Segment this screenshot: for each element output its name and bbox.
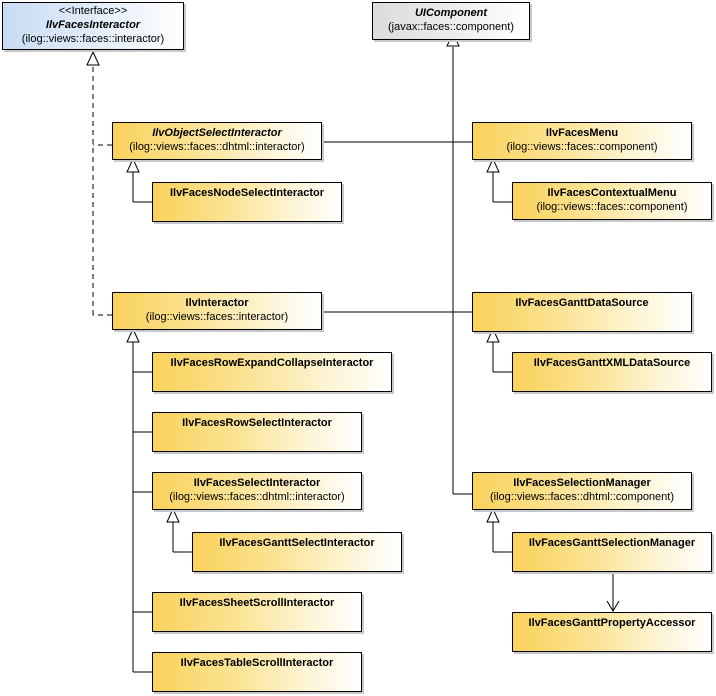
class-box-ilvfacesmenu[interactable]: IlvFacesMenu (ilog::views::faces::compon… (472, 122, 692, 160)
package-name: (ilog::views::faces::interactor) (145, 311, 289, 323)
class-name: IlvFacesSheetScrollInteractor (179, 597, 335, 609)
class-name: IlvFacesInteractor (45, 19, 141, 31)
generalization-arrowhead-ilvobjectselectinteractor (126, 157, 140, 173)
class-box-uicomponent[interactable]: UIComponent (javax::faces::component) (372, 2, 530, 40)
class-box-ilvfacesinteractor[interactable]: <<Interface>> IlvFacesInteractor (ilog::… (2, 2, 184, 50)
class-box-ilvfacesselectinteractor[interactable]: IlvFacesSelectInteractor (ilog::views::f… (152, 472, 362, 510)
class-box-ilvfacesnodeselectinteractor[interactable]: IlvFacesNodeSelectInteractor (152, 182, 342, 222)
package-name: (ilog::views::faces::dhtml::interactor) (169, 491, 345, 503)
class-name: IlvFacesRowSelectInteractor (182, 417, 332, 429)
generalization-arrowhead-ganttdatasource (486, 327, 500, 343)
class-box-ilvinteractor[interactable]: IlvInteractor (ilog::views::faces::inter… (112, 292, 322, 330)
realization-arrowhead (86, 50, 100, 66)
class-name: IlvFacesNodeSelectInteractor (169, 187, 325, 199)
class-name: IlvFacesGanttXMLDataSource (533, 357, 691, 369)
association-arrowhead (606, 600, 620, 612)
class-box-ilvfacesganttpropertyaccessor[interactable]: IlvFacesGanttPropertyAccessor (512, 612, 712, 652)
class-name: IlvObjectSelectInteractor (152, 127, 282, 139)
class-name: IlvFacesGanttPropertyAccessor (528, 617, 696, 629)
class-name: IlvFacesGanttSelectionManager (528, 537, 696, 549)
package-name: (ilog::views::faces::interactor) (21, 33, 165, 45)
generalization-arrowhead-ilvinteractor (126, 327, 140, 343)
class-box-ilvfacestablescrollinteractor[interactable]: IlvFacesTableScrollInteractor (152, 652, 362, 692)
package-name: (ilog::views::faces::dhtml::component) (489, 491, 675, 503)
class-name: IlvFacesRowExpandCollapseInteractor (170, 357, 374, 369)
class-name: IlvFacesGanttDataSource (515, 297, 649, 309)
class-box-ilvfacessheetscrollinteractor[interactable]: IlvFacesSheetScrollInteractor (152, 592, 362, 632)
generalization-arrowhead-ilvfacesmenu (486, 157, 500, 173)
class-name: IlvFacesMenu (545, 127, 619, 139)
class-name: UIComponent (414, 7, 488, 19)
package-name: (ilog::views::faces::component) (506, 141, 658, 153)
stereotype-label: <<Interface>> (58, 5, 128, 17)
class-box-ilvfacescontextualmenu[interactable]: IlvFacesContextualMenu (ilog::views::fac… (512, 182, 712, 220)
class-box-ilvfacesganttxmldatasource[interactable]: IlvFacesGanttXMLDataSource (512, 352, 712, 392)
package-name: (ilog::views::faces::component) (536, 201, 688, 213)
package-name: (javax::faces::component) (388, 21, 514, 33)
package-name: (ilog::views::faces::dhtml::interactor) (129, 141, 305, 153)
generalization-arrowhead-selectinteractor (166, 507, 180, 523)
generalization-arrowhead-selectionmanager (486, 507, 500, 523)
class-name: IlvFacesSelectionManager (513, 477, 651, 489)
class-box-ilvfacesselectionmanager[interactable]: IlvFacesSelectionManager (ilog::views::f… (472, 472, 692, 510)
class-name: IlvFacesTableScrollInteractor (180, 657, 334, 669)
class-box-ilvfacesrowselectinteractor[interactable]: IlvFacesRowSelectInteractor (152, 412, 362, 452)
class-name: IlvFacesContextualMenu (547, 187, 677, 199)
class-box-ilvfacesganttselectinteractor[interactable]: IlvFacesGanttSelectInteractor (192, 532, 402, 572)
class-box-ilvobjectselectinteractor[interactable]: IlvObjectSelectInteractor (ilog::views::… (112, 122, 322, 160)
class-name: IlvFacesSelectInteractor (193, 477, 321, 489)
class-box-ilvfacesrowexpandcollapseinteractor[interactable]: IlvFacesRowExpandCollapseInteractor (152, 352, 392, 392)
class-name: IlvInteractor (185, 297, 249, 309)
class-name: IlvFacesGanttSelectInteractor (219, 537, 375, 549)
class-box-ilvfacesganttselectionmanager[interactable]: IlvFacesGanttSelectionManager (512, 532, 712, 572)
class-box-ilvfacesganttdatasource[interactable]: IlvFacesGanttDataSource (472, 292, 692, 332)
